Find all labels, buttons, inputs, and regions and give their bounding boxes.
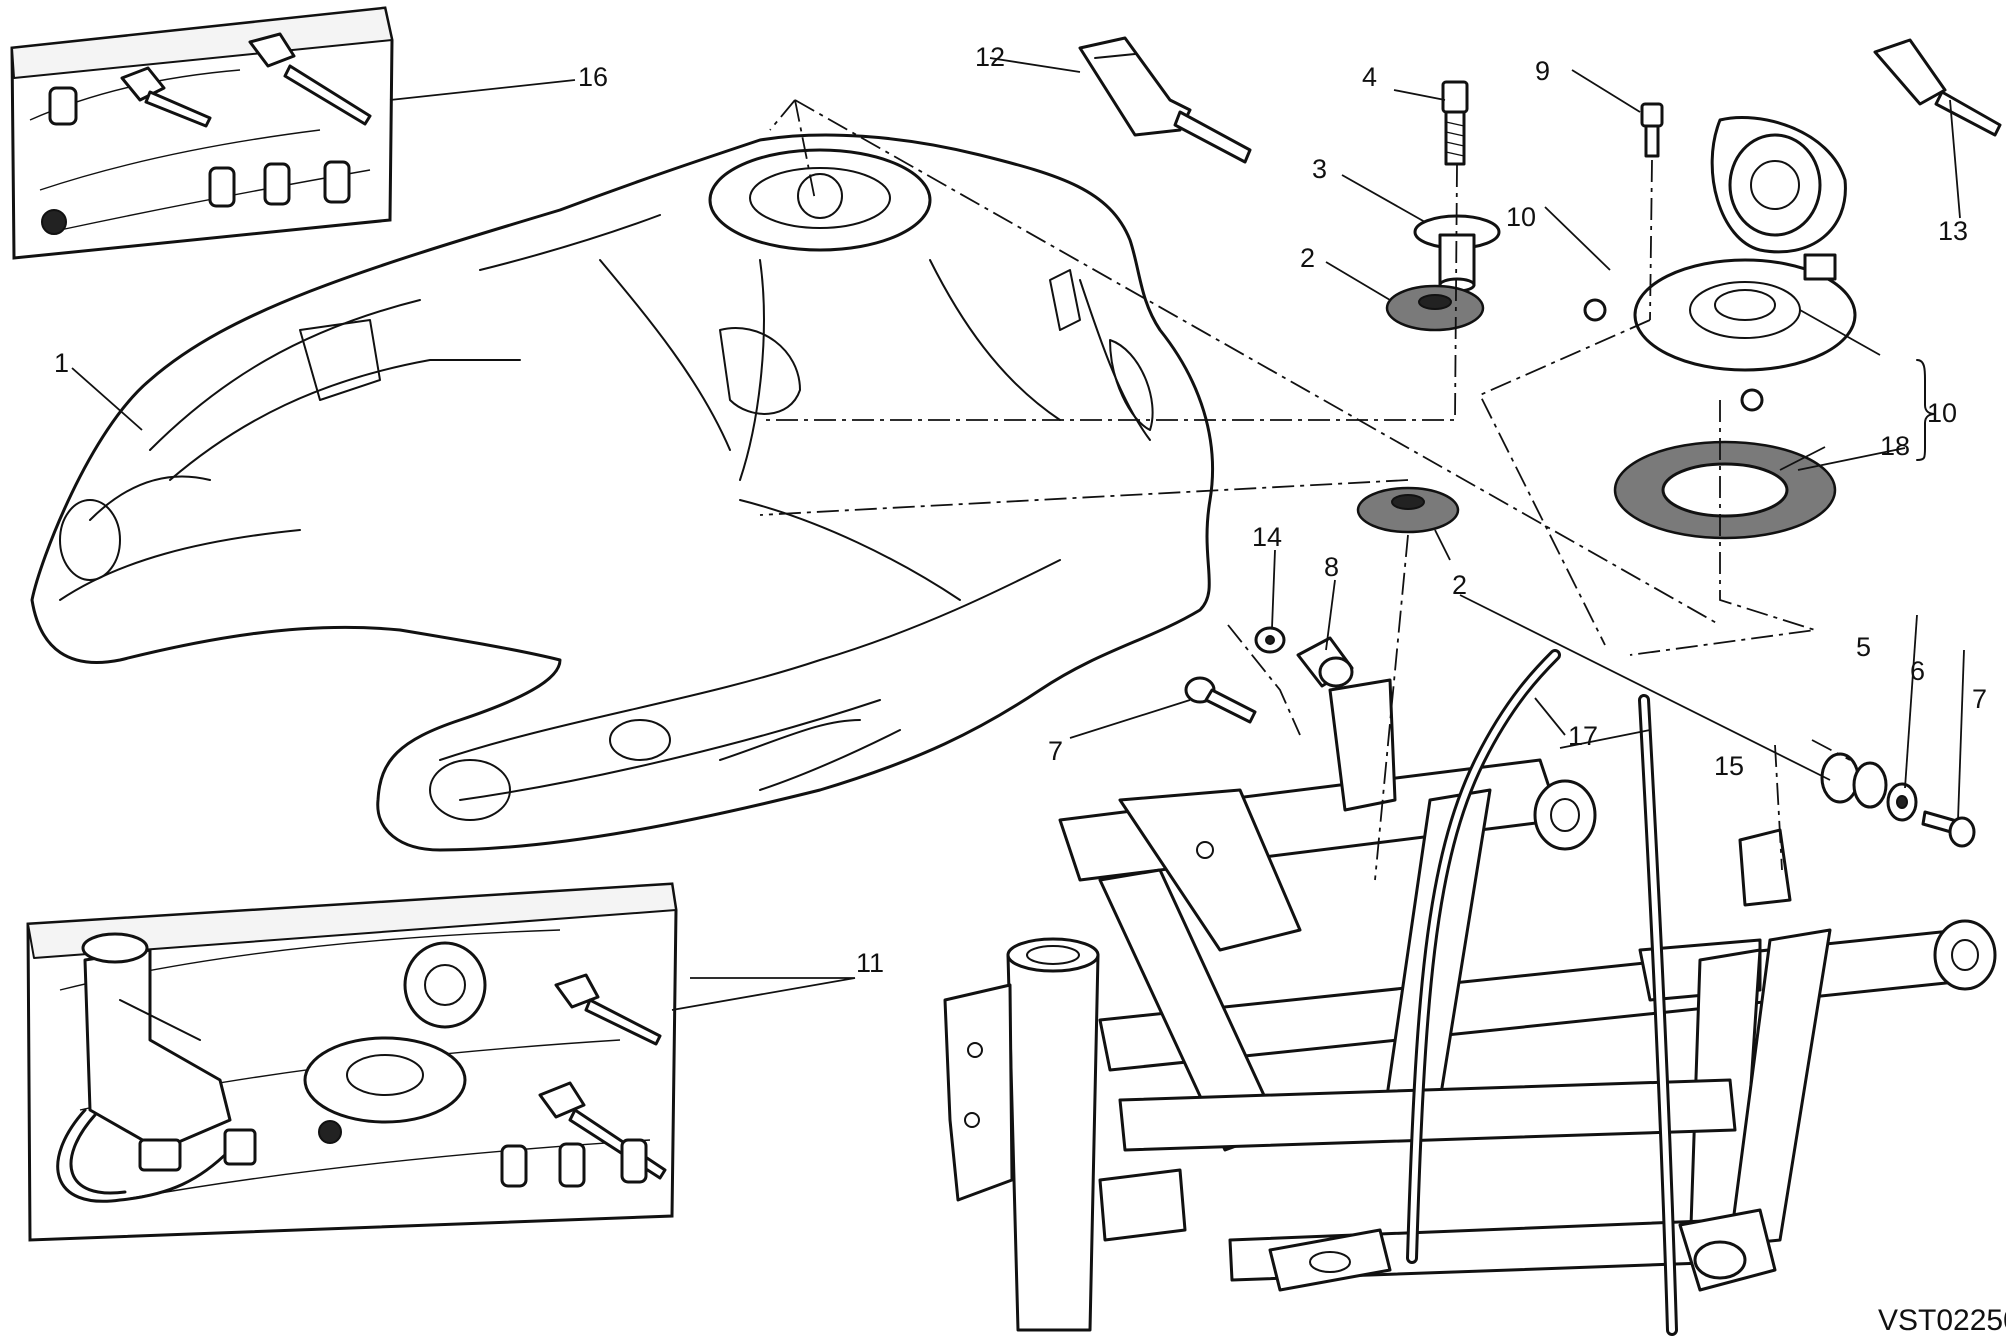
filler-cap-10-icon — [1583, 116, 1857, 412]
fuel-cap-icon — [303, 941, 487, 1124]
callout-10: 10 — [1927, 398, 1957, 428]
inset-11-ignition-lock-set — [26, 882, 678, 1242]
screw-9-icon — [1640, 102, 1664, 158]
callout-5: 5 — [1856, 632, 1871, 662]
callout-labels: 1 2 2 3 4 5 6 7 7 8 9 10 10 11 12 13 14 … — [54, 42, 2006, 1337]
drawing-code: VST02250 — [1878, 1304, 2006, 1337]
callout-9: 9 — [1535, 56, 1550, 86]
lock-barrel-icon — [208, 166, 236, 208]
lock-barrel-icon — [558, 1142, 586, 1188]
key-icon — [120, 66, 212, 128]
callout-13: 13 — [1938, 216, 1968, 246]
tank-mount-bracket — [1328, 678, 1397, 812]
lock-barrel-icon — [323, 160, 351, 204]
gasket-18-icon — [1613, 440, 1837, 540]
callout-15: 15 — [1714, 751, 1744, 781]
lock-cylinder-icon — [48, 86, 78, 126]
callout-11: 11 — [856, 948, 884, 978]
callout-17: 17 — [1568, 721, 1598, 751]
grommet-5-icon — [1820, 752, 1888, 809]
callout-4: 4 — [1362, 62, 1377, 92]
inset-16-lock-set — [10, 6, 394, 260]
leader-lines — [71, 57, 1965, 1011]
tank-mount-bracket — [1738, 828, 1792, 907]
washer-6-icon — [1886, 782, 1918, 822]
callout-7: 7 — [1972, 684, 1987, 714]
bolt-7-icon — [1184, 676, 1257, 724]
lock-barrel-icon — [620, 1138, 648, 1184]
callout-16: 16 — [578, 62, 608, 92]
callout-10: 10 — [1506, 202, 1536, 232]
callout-18: 18 — [1880, 431, 1910, 461]
washer-14-icon — [1254, 626, 1286, 654]
lock-barrel-icon — [263, 162, 291, 206]
callout-3: 3 — [1312, 154, 1327, 184]
motorcycle-frame — [943, 678, 1997, 1332]
rubber-mount-2-icon — [1385, 284, 1485, 332]
key-13-icon — [1873, 38, 2002, 137]
callout-7: 7 — [1048, 736, 1063, 766]
ignition-switch-icon — [81, 932, 232, 1152]
callout-8: 8 — [1324, 552, 1339, 582]
connector-icon — [223, 1128, 257, 1166]
lock-nut-icon — [318, 1120, 342, 1144]
screw-4-icon — [1441, 80, 1469, 166]
key-icon — [248, 32, 372, 126]
callout-12: 12 — [975, 42, 1005, 72]
callout-2: 2 — [1300, 243, 1315, 273]
connector-icon — [138, 1138, 182, 1172]
key-12-icon — [1078, 36, 1252, 164]
callout-1: 1 — [54, 348, 69, 378]
callout-6: 6 — [1910, 656, 1925, 686]
lock-barrel-icon — [500, 1144, 528, 1188]
hose-17 — [1406, 649, 1561, 1264]
lock-nut-icon — [41, 209, 67, 235]
fuel-tank — [30, 133, 1214, 852]
assembly-center-lines — [759, 99, 1851, 881]
callout-2: 2 — [1452, 570, 1467, 600]
rubber-mount-2-icon — [1356, 486, 1460, 534]
bolt-7-icon — [1921, 810, 1976, 848]
key-icon — [554, 973, 662, 1046]
callout-14: 14 — [1252, 522, 1282, 552]
spacer-8-icon — [1296, 636, 1354, 688]
